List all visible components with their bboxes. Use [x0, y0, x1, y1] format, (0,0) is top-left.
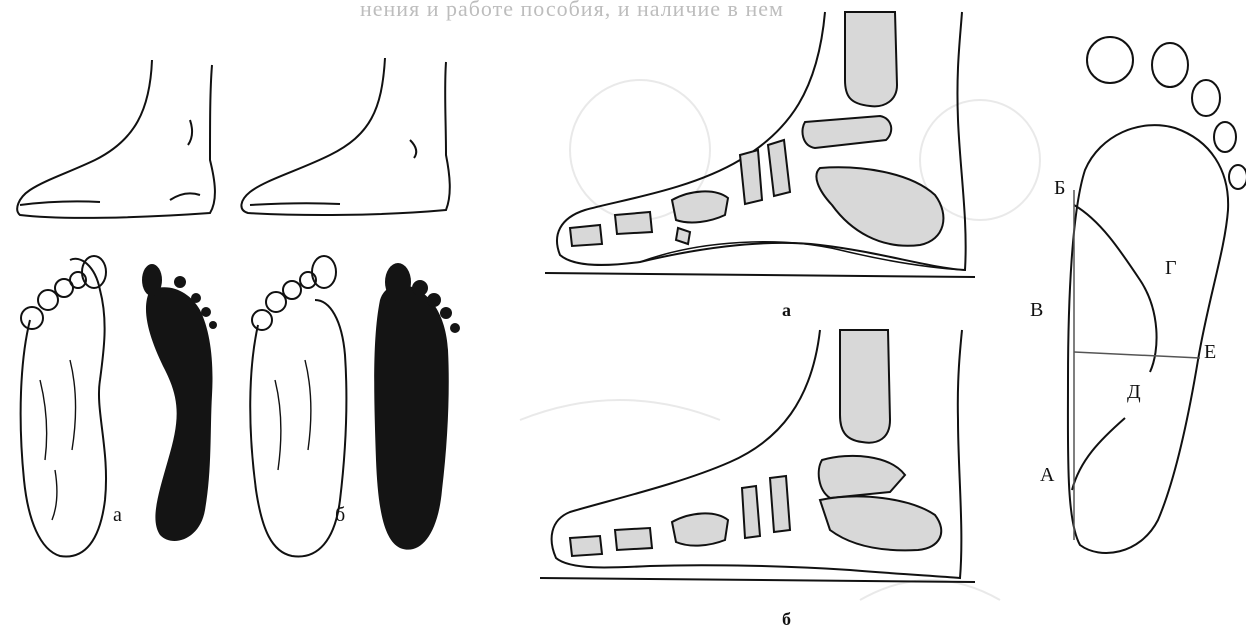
point-label-A: А — [1040, 465, 1054, 485]
skeleton-bones-flat — [570, 330, 941, 556]
side-foot-normal — [17, 60, 215, 218]
sole-outline-normal — [21, 256, 106, 557]
plantogram-guides — [1074, 190, 1200, 540]
middle-label-b: б — [782, 609, 791, 629]
side-foot-flat — [241, 58, 449, 215]
point-label-E: Е — [1204, 342, 1216, 362]
point-label-G: Г — [1165, 258, 1177, 278]
point-label-V: В — [1030, 300, 1043, 320]
left-label-a: а — [113, 505, 122, 525]
plantogram-inner-line — [1072, 205, 1157, 490]
footprint-flat — [374, 263, 460, 550]
plantogram-outline — [1068, 37, 1246, 553]
sole-outline-flat — [250, 256, 346, 557]
skeleton-bones-normal — [570, 12, 943, 246]
middle-label-a: а — [782, 300, 791, 320]
left-label-b: б — [335, 505, 345, 525]
footprint-normal — [142, 264, 217, 541]
point-label-D: Д — [1127, 382, 1141, 402]
point-label-B: Б — [1054, 178, 1065, 198]
